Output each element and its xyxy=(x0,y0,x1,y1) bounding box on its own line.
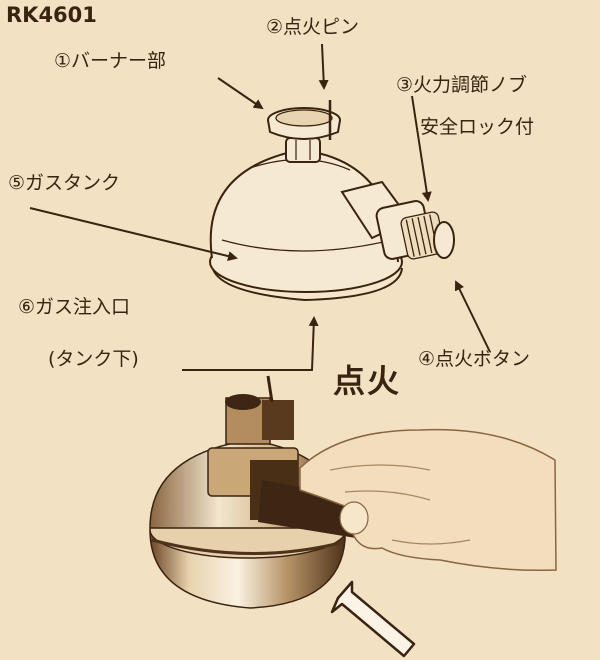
label-under-tank: (タンク下) xyxy=(48,348,139,370)
label-gas-inlet: ⑥ガス注入口 xyxy=(18,296,131,318)
label-ignition-pin: ②点火ピン xyxy=(266,16,360,38)
label-gas-tank: ⑤ガスタンク xyxy=(8,172,121,194)
push-arrow xyxy=(330,580,416,658)
label-ignition-button: ④点火ボタン xyxy=(418,348,531,370)
label-burner: ①バーナー部 xyxy=(54,50,167,72)
label-flame-knob: ③火力調節ノブ xyxy=(396,74,528,96)
ignition-heading: 点火 xyxy=(333,362,402,400)
stove-drawing xyxy=(209,100,455,302)
leader-arrows xyxy=(29,43,491,371)
label-safety-lock: 安全ロック付 xyxy=(420,116,535,138)
ignition-photo xyxy=(149,375,557,658)
model-code: RK4601 xyxy=(6,3,97,27)
